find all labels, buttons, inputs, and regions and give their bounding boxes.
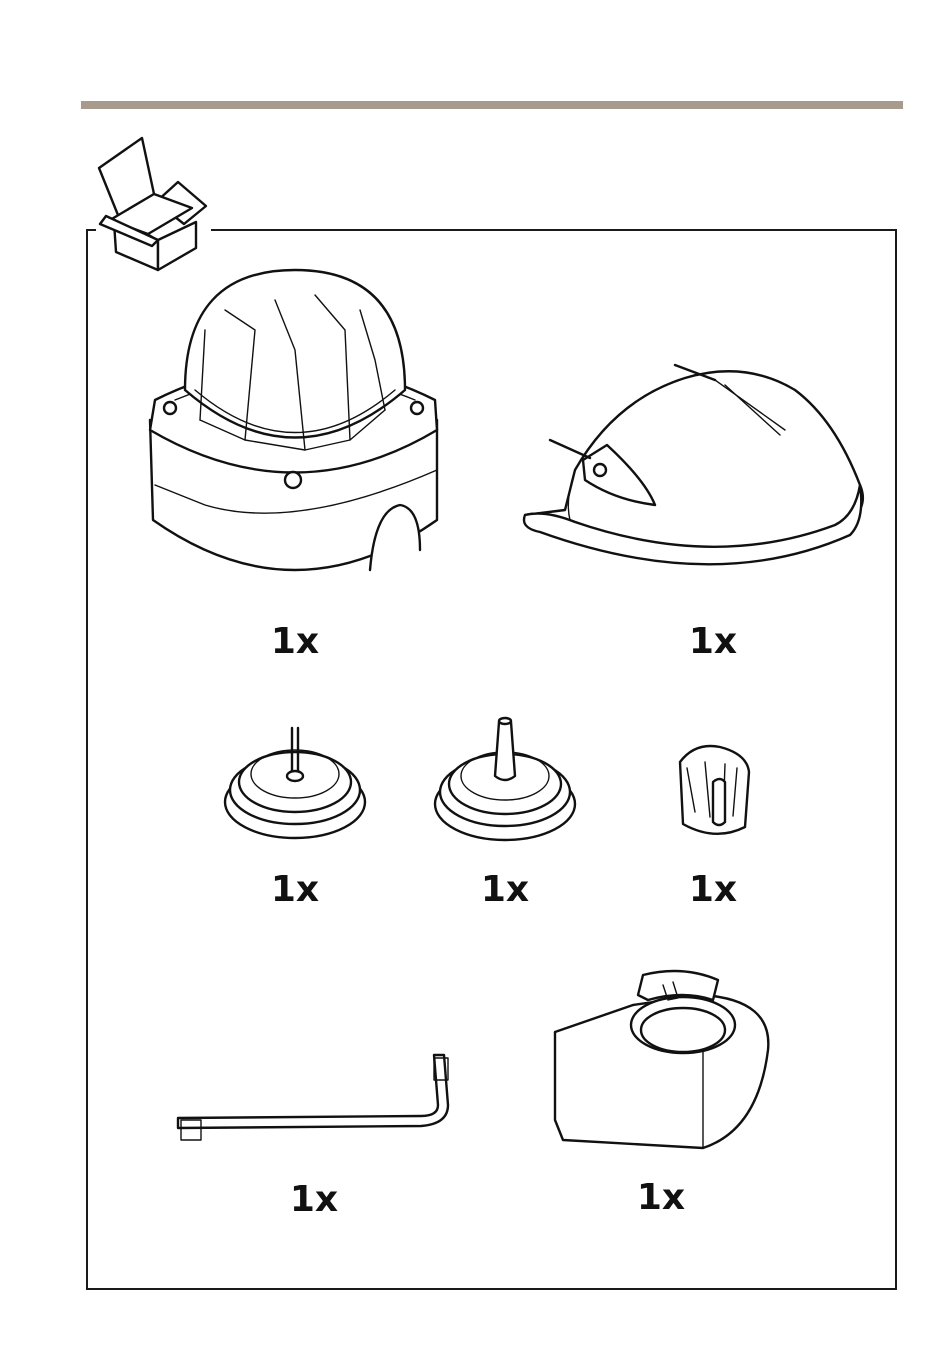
torx-key: 1x (176, 1050, 456, 1145)
cable-clip-quantity: 1x (653, 870, 773, 910)
open-box-icon (96, 136, 211, 274)
conduit-adapter-quantity: 1x (601, 1178, 721, 1218)
top-rule (81, 101, 903, 109)
conduit-adapter: 1x (553, 970, 773, 1150)
cable-gasket-large: 1x (433, 714, 578, 844)
dome-camera-quantity: 1x (235, 622, 355, 662)
cable-gasket-small: 1x (223, 722, 368, 842)
cable-gasket-small-icon (223, 722, 368, 842)
cable-gasket-large-quantity: 1x (445, 870, 565, 910)
cable-gasket-large-icon (433, 714, 578, 844)
torx-key-quantity: 1x (254, 1180, 374, 1220)
torx-key-icon (176, 1050, 456, 1145)
dome-camera: 1x (145, 270, 445, 590)
cable-clip-icon (675, 742, 755, 842)
cable-gasket-small-quantity: 1x (235, 870, 355, 910)
dome-camera-icon (145, 270, 445, 590)
weathershield-quantity: 1x (653, 622, 773, 662)
weathershield: 1x (515, 360, 865, 590)
conduit-adapter-icon (553, 970, 773, 1150)
cable-clip: 1x (675, 742, 755, 842)
weathershield-icon (515, 360, 865, 590)
